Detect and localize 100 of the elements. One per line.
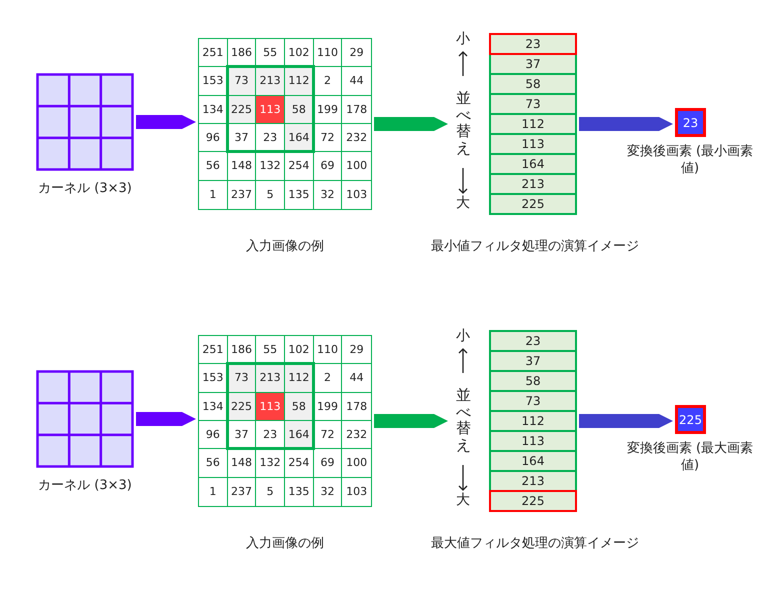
sort-label: 大 bbox=[456, 196, 470, 212]
grid-cell: 73 bbox=[228, 364, 256, 393]
grid-cell: 102 bbox=[285, 39, 314, 68]
sorted-value: 112 bbox=[489, 113, 577, 135]
sorted-value: 58 bbox=[489, 73, 577, 95]
grid-cell: 148 bbox=[228, 152, 256, 181]
output-pixel: 23 bbox=[675, 108, 706, 137]
grid-cell: 232 bbox=[342, 421, 371, 450]
grid-cell: 5 bbox=[256, 478, 285, 506]
grid-cell: 56 bbox=[199, 152, 228, 181]
sorted-value: 112 bbox=[489, 410, 577, 432]
grid-cell: 112 bbox=[285, 364, 314, 393]
grid-cell: 2 bbox=[314, 364, 342, 393]
grid-cell: 199 bbox=[314, 392, 342, 421]
grid-cell: 5 bbox=[256, 180, 285, 209]
grid-cell: 178 bbox=[342, 96, 371, 124]
sorted-value: 225 bbox=[489, 490, 577, 512]
grid-cell: 213 bbox=[256, 67, 285, 96]
grid-cell: 58 bbox=[285, 392, 314, 421]
sorted-value: 164 bbox=[489, 153, 577, 175]
grid-cell: 113 bbox=[256, 392, 285, 421]
input-image-grid bbox=[198, 38, 372, 210]
block-arrow bbox=[579, 414, 673, 428]
grid-cell: 55 bbox=[256, 39, 285, 68]
grid-cell: 113 bbox=[256, 96, 285, 124]
sorted-value: 225 bbox=[489, 193, 577, 215]
grid-cell: 213 bbox=[256, 364, 285, 393]
grid-cell: 72 bbox=[314, 124, 342, 152]
sort-label: 大 bbox=[456, 493, 470, 508]
grid-cell-text: 103 bbox=[345, 484, 368, 500]
grid-cell: 69 bbox=[314, 449, 342, 478]
node-label: 最大値フィルタ処理の演算イメージ bbox=[430, 535, 640, 552]
grid-cell: 153 bbox=[199, 364, 228, 393]
grid-cell: 44 bbox=[342, 364, 371, 393]
node-label: 変換後画素 (最大画素値) bbox=[626, 440, 754, 474]
grid-cell: 56 bbox=[199, 449, 228, 478]
grid-cell: 44 bbox=[342, 67, 371, 96]
grid-cell: 1 bbox=[199, 478, 228, 506]
grid-cell-text: 103 bbox=[345, 187, 368, 204]
input-image-grid bbox=[198, 335, 372, 507]
grid-cell: 135 bbox=[285, 478, 314, 506]
sorted-value: 113 bbox=[489, 133, 577, 155]
grid-cell: 100 bbox=[342, 449, 371, 478]
grid-cell: 58 bbox=[285, 96, 314, 124]
grid-cell: 225 bbox=[228, 392, 256, 421]
sort-label: 小 bbox=[456, 32, 470, 48]
block-arrow bbox=[136, 115, 196, 129]
sorted-value: 113 bbox=[489, 430, 577, 452]
node-label: 入力画像の例 bbox=[245, 535, 325, 552]
block-arrow bbox=[374, 117, 448, 131]
sorted-value: 23 bbox=[489, 33, 577, 55]
grid-cell: 254 bbox=[285, 152, 314, 181]
sort-label: 並べ替え bbox=[456, 90, 471, 156]
grid-cell: 237 bbox=[228, 478, 256, 506]
block-arrow bbox=[374, 414, 448, 428]
grid-cell: 132 bbox=[256, 152, 285, 181]
grid-cell: 132 bbox=[256, 449, 285, 478]
node-label: カーネル (3×3) bbox=[37, 180, 133, 197]
grid-cell: 225 bbox=[228, 96, 256, 124]
node-label: カーネル (3×3) bbox=[37, 477, 133, 494]
sort-label: 小 bbox=[456, 329, 470, 344]
grid-cell: 186 bbox=[228, 336, 256, 364]
sorted-value: 58 bbox=[489, 370, 577, 392]
grid-cell: 2 bbox=[314, 67, 342, 96]
grid-cell: 96 bbox=[199, 124, 228, 152]
grid-cell: 1 bbox=[199, 180, 228, 209]
output-pixel: 225 bbox=[675, 405, 706, 434]
grid-cell: 110 bbox=[314, 39, 342, 68]
grid-cell: 135 bbox=[285, 180, 314, 209]
sorted-value: 73 bbox=[489, 390, 577, 412]
sorted-value: 164 bbox=[489, 450, 577, 472]
grid-cell: 32 bbox=[314, 180, 342, 209]
grid-cell: 73 bbox=[228, 67, 256, 96]
grid-cell: 134 bbox=[199, 392, 228, 421]
kernel-grid bbox=[36, 370, 134, 468]
grid-cell: 237 bbox=[228, 180, 256, 209]
grid-cell: 29 bbox=[342, 39, 371, 68]
kernel-grid bbox=[36, 73, 134, 171]
node-label: 最小値フィルタ処理の演算イメージ bbox=[430, 238, 640, 255]
grid-cell: 153 bbox=[199, 67, 228, 96]
grid-cell: 251 bbox=[199, 336, 228, 364]
grid-cell: 148 bbox=[228, 449, 256, 478]
grid-cell: 100 bbox=[342, 152, 371, 181]
grid-cell: 110 bbox=[314, 336, 342, 364]
grid-cell: 254 bbox=[285, 449, 314, 478]
grid-cell: 37 bbox=[228, 421, 256, 450]
sorted-value: 213 bbox=[489, 470, 577, 492]
grid-cell: 102 bbox=[285, 336, 314, 364]
node-label: 入力画像の例 bbox=[245, 238, 325, 255]
grid-cell: 69 bbox=[314, 152, 342, 181]
sorted-value: 37 bbox=[489, 350, 577, 372]
grid-cell: 37 bbox=[228, 124, 256, 152]
sorted-value: 73 bbox=[489, 93, 577, 115]
grid-cell: 199 bbox=[314, 96, 342, 124]
grid-cell: 178 bbox=[342, 392, 371, 421]
grid-cell: 55 bbox=[256, 336, 285, 364]
grid-cell: 186 bbox=[228, 39, 256, 68]
sorted-value: 213 bbox=[489, 173, 577, 195]
grid-cell: 232 bbox=[342, 124, 371, 152]
sorted-value: 23 bbox=[489, 330, 577, 352]
